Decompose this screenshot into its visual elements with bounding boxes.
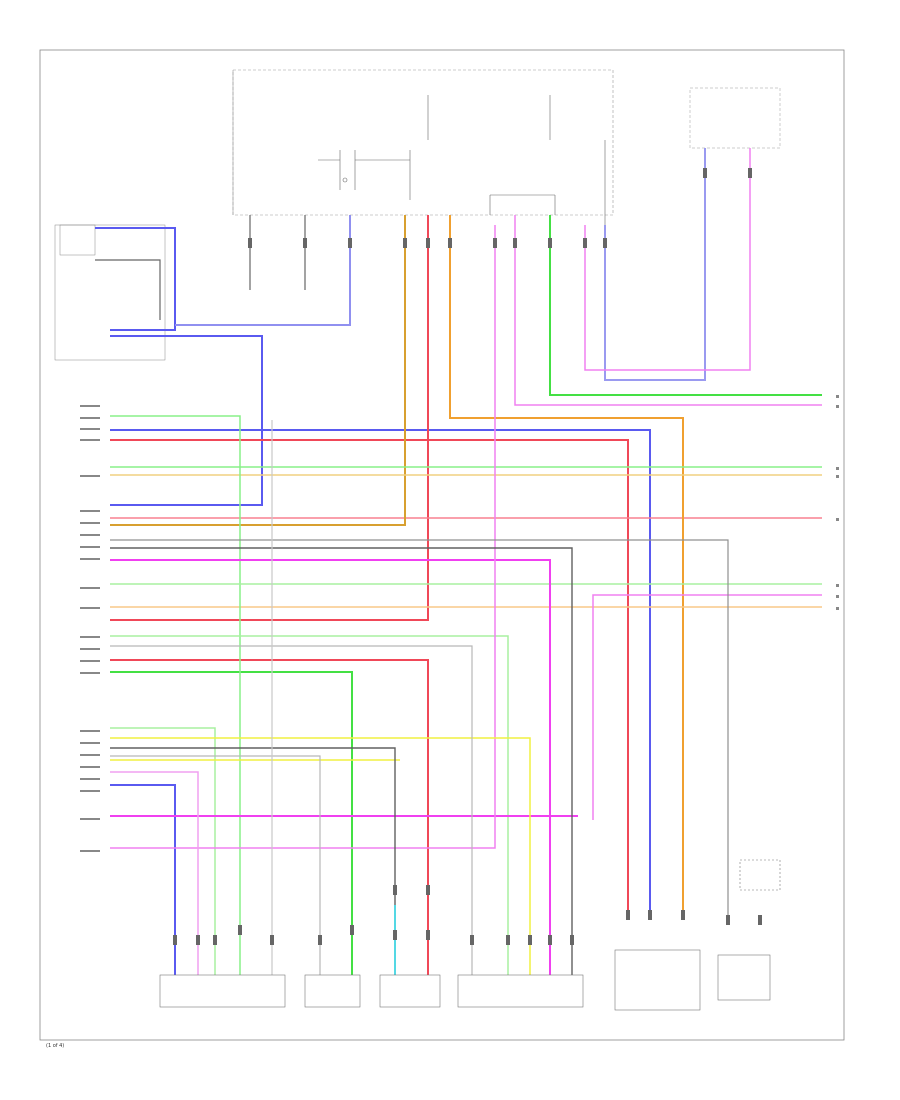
wire-blue-4 [110, 784, 176, 975]
wire-green-7 [110, 727, 216, 975]
wire-gray-8 [110, 755, 321, 975]
wire-gray-top [95, 259, 161, 320]
wire-blue-3 [110, 429, 651, 920]
wire-magenta-1 [110, 559, 551, 975]
wire-magenta-6 [110, 771, 199, 975]
ecu-pin-labels [80, 405, 100, 852]
bottom-components [159, 859, 781, 1011]
accelerator-sensor-box [59, 224, 96, 256]
wire-magenta-5 [110, 225, 496, 849]
relay-symbol [318, 95, 606, 370]
right-edge-ticks [836, 395, 839, 610]
diagram-frame [39, 49, 845, 1041]
ecu-body [54, 224, 166, 361]
component-box-4 [457, 974, 584, 1008]
wire-yellow-1 [110, 737, 531, 975]
wire-blue-2 [110, 335, 263, 506]
component-box-3 [379, 974, 441, 1008]
component-box-5 [614, 949, 701, 1011]
wire-green-1 [549, 215, 822, 396]
top-right-component-box [739, 859, 781, 891]
wire-gray-5 [110, 747, 396, 975]
page-number: (1 of 4) [46, 1043, 64, 1049]
wire-blue-5 [175, 215, 351, 326]
wire-green-2 [110, 671, 353, 975]
component-box-1 [159, 974, 286, 1008]
wire-orange-2 [110, 215, 406, 526]
wire-magenta-3 [514, 215, 822, 406]
wire-magenta-7 [592, 594, 822, 820]
connector-stubs-bottom [173, 885, 762, 945]
wires [95, 148, 822, 975]
junction-box [232, 69, 614, 216]
wire-red-1 [110, 439, 629, 920]
wire-gray-7 [110, 645, 473, 975]
wire-green-3 [110, 415, 241, 975]
wire-green-6 [110, 635, 509, 975]
wire-blue-6 [604, 148, 706, 381]
wire-orange-1 [449, 215, 684, 920]
wire-red-2 [110, 215, 429, 621]
right-top-component [689, 87, 781, 149]
wire-red-3 [110, 659, 429, 975]
connector-stubs [248, 168, 752, 248]
wire-gray-6 [110, 539, 729, 920]
wire-blue-1 [95, 227, 176, 331]
component-box-6 [717, 954, 771, 1001]
wire-magenta-4 [584, 148, 751, 371]
wire-gray-4 [110, 547, 573, 975]
component-box-2 [304, 974, 361, 1008]
